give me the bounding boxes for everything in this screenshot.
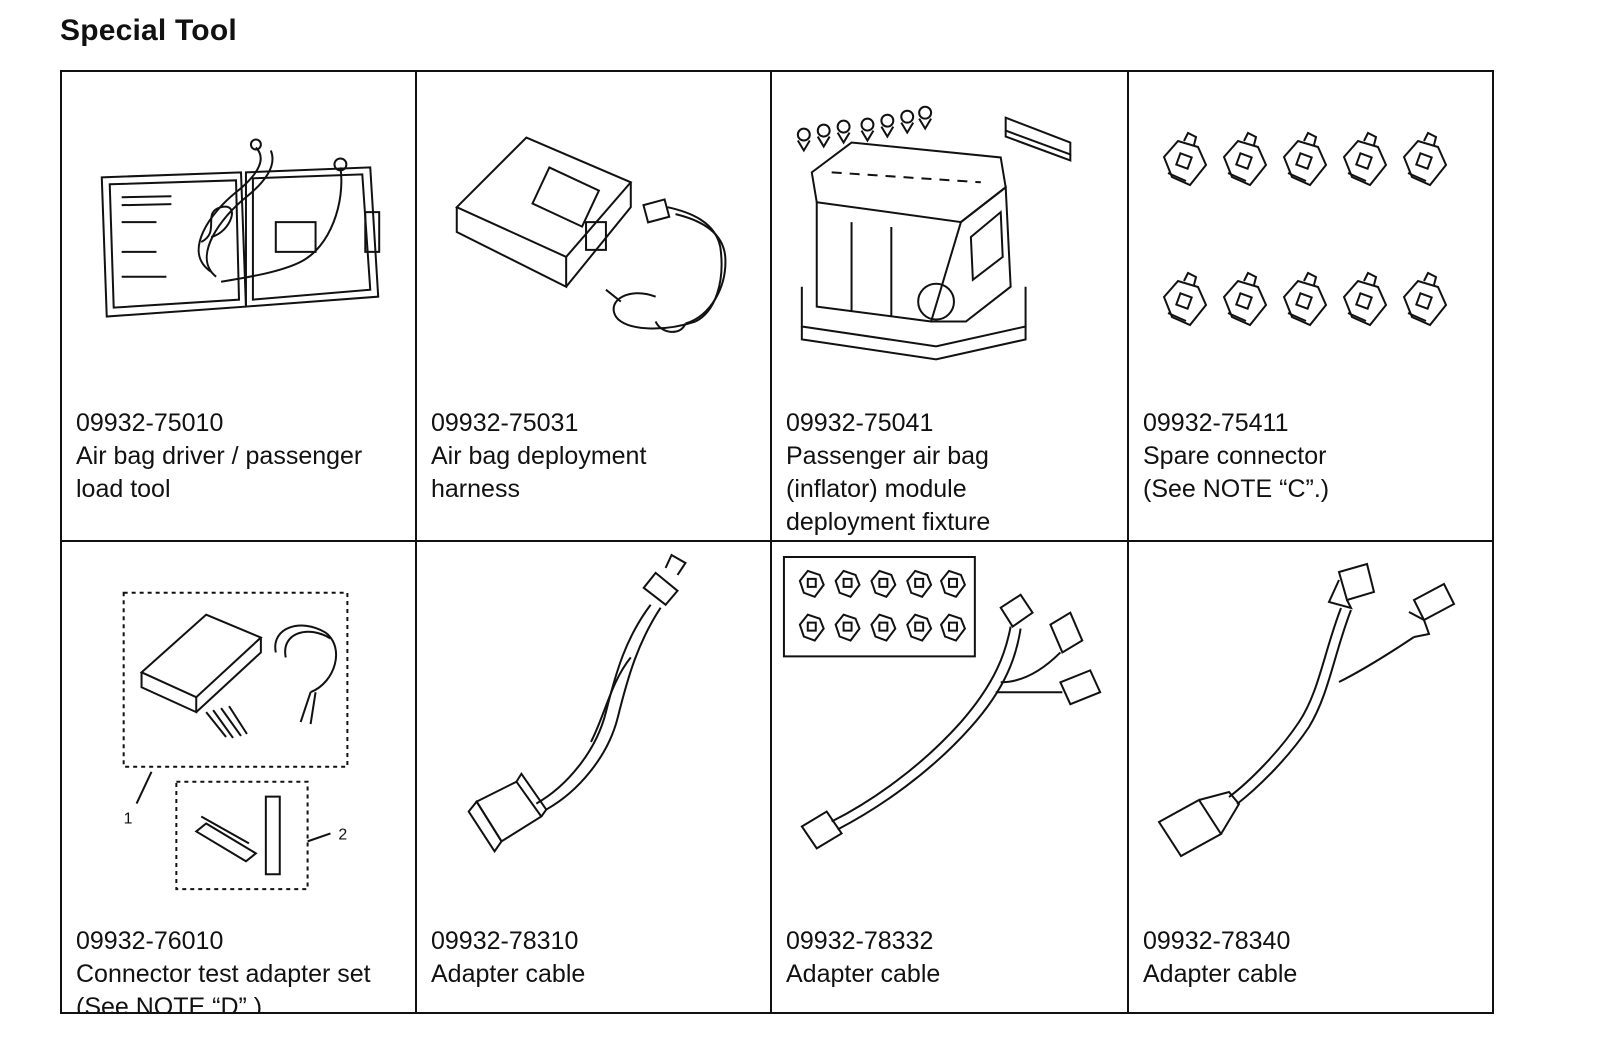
- adapter-cable-icon: [1129, 542, 1492, 922]
- part-number: 09932-75010: [76, 409, 224, 437]
- tool-cell-adapter-cable-78340: 09932-78340 Adapter cable: [1129, 542, 1492, 1012]
- tool-cell-spare-connector: 09932-75411 Spare connector (See NOTE “C…: [1129, 72, 1492, 542]
- tool-name-line: Spare connector: [1143, 442, 1327, 470]
- adapter-cable-icon: [417, 542, 770, 922]
- connector-test-adapter-set-icon: 1 2: [62, 542, 415, 922]
- part-number: 09932-76010: [76, 927, 224, 955]
- tool-label: 09932-76010 Connector test adapter set (…: [76, 925, 407, 1012]
- part-number: 09932-75041: [786, 409, 934, 437]
- tool-label: 09932-78310 Adapter cable: [431, 925, 762, 991]
- part-number: 09932-78310: [431, 927, 579, 955]
- special-tool-table: 09932-75010 Air bag driver / passenger l…: [60, 70, 1494, 1014]
- tool-label: 09932-75041 Passenger air bag (inflator)…: [786, 407, 1119, 539]
- adapter-cable-with-connectors-icon: [772, 542, 1127, 922]
- callout-2: 2: [338, 826, 347, 843]
- tool-name-line: (inflator) module: [786, 475, 967, 503]
- tool-label: 09932-75411 Spare connector (See NOTE “C…: [1143, 407, 1484, 506]
- part-number: 09932-75411: [1143, 409, 1289, 437]
- tool-label: 09932-75010 Air bag driver / passenger l…: [76, 407, 407, 506]
- tool-name-line: load tool: [76, 475, 171, 503]
- callout-1: 1: [124, 810, 133, 827]
- part-number: 09932-78332: [786, 927, 934, 955]
- load-tool-case-icon: [62, 72, 415, 402]
- tool-label: 09932-75031 Air bag deployment harness: [431, 407, 762, 506]
- tool-cell-load-tool: 09932-75010 Air bag driver / passenger l…: [62, 72, 417, 542]
- tool-name-line: deployment fixture: [786, 508, 991, 536]
- tool-cell-deployment-harness: 09932-75031 Air bag deployment harness: [417, 72, 772, 542]
- tool-name-line: (See NOTE “C”.): [1143, 475, 1330, 503]
- part-number: 09932-78340: [1143, 927, 1291, 955]
- tool-cell-deployment-fixture: 09932-75041 Passenger air bag (inflator)…: [772, 72, 1129, 542]
- tool-cell-adapter-cable-78332: 09932-78332 Adapter cable: [772, 542, 1129, 1012]
- part-number: 09932-75031: [431, 409, 579, 437]
- deployment-harness-icon: [417, 72, 770, 402]
- tool-name-line: Adapter cable: [786, 960, 941, 988]
- deployment-fixture-icon: [772, 72, 1127, 402]
- tool-name-line: (See NOTE “D”.): [76, 993, 263, 1012]
- tool-label: 09932-78340 Adapter cable: [1143, 925, 1484, 991]
- tool-name-line: Connector test adapter set: [76, 960, 371, 988]
- tool-name-line: Air bag driver / passenger: [76, 442, 363, 470]
- tool-name-line: harness: [431, 475, 520, 503]
- tool-label: 09932-78332 Adapter cable: [786, 925, 1119, 991]
- tool-cell-adapter-cable-78310: 09932-78310 Adapter cable: [417, 542, 772, 1012]
- tool-name-line: Adapter cable: [1143, 960, 1298, 988]
- tool-name-line: Adapter cable: [431, 960, 586, 988]
- page-title: Special Tool: [60, 14, 237, 47]
- spare-connector-icon: [1129, 72, 1492, 402]
- tool-name-line: Passenger air bag: [786, 442, 989, 470]
- tool-cell-connector-test-adapter-set: 1 2 09932-76010 Connector test adapter s…: [62, 542, 417, 1012]
- tool-name-line: Air bag deployment: [431, 442, 647, 470]
